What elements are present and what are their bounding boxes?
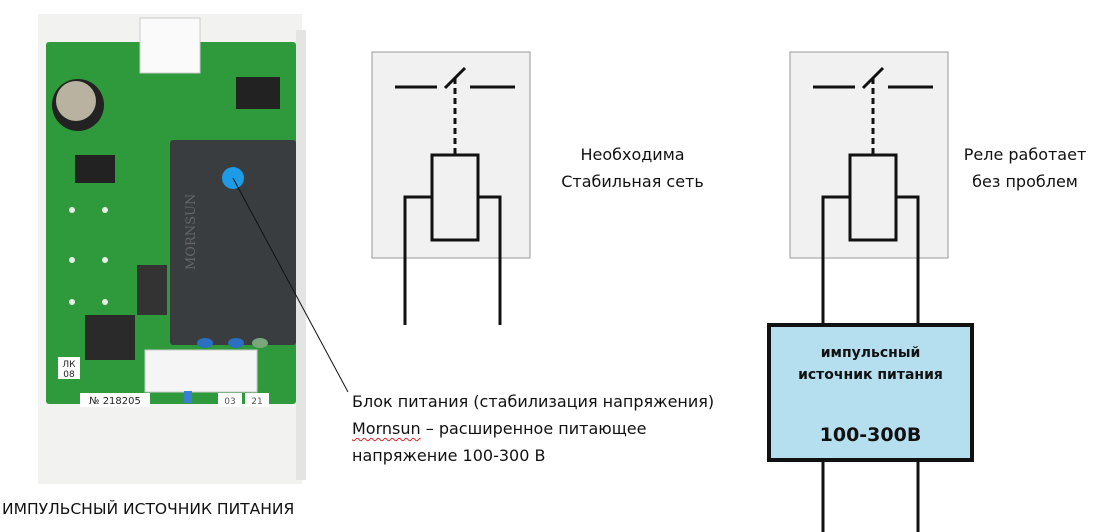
relay-left [371,51,531,325]
callout-line2: – расширенное питающее [420,419,647,438]
right-relay-note: Реле работает без проблем [955,141,1095,195]
bottom-connector [144,349,258,393]
lk-label: ЛК [62,360,76,370]
lk-number: 08 [63,370,75,380]
note-line: без проблем [972,172,1078,191]
top-connector [139,17,201,74]
left-relay-note: Необходима Стабильная сеть [545,141,720,195]
tag-2: 21 [251,397,262,407]
bottom-caption: ИМПУЛЬСНЫЙ ИСТОЧНИК ПИТАНИЯ [2,500,295,518]
module-brand-text: MORNSUN [184,194,199,270]
header-connector-2 [75,155,115,183]
psu-box-label: импульсный источник питания [769,342,972,386]
pcb-photo: MORNSUN ЛК 08 № 218205 03 21 [38,14,306,484]
psu-box [767,323,974,462]
serial-label: № 218205 [89,396,141,407]
psu-line1: импульсный [820,345,921,361]
relay-small [137,265,167,315]
callout-brand: Mornsun [352,419,421,438]
note-line: Реле работает [963,145,1087,164]
coin-battery [56,81,96,121]
callout-line3: напряжение 100-300 В [352,446,546,465]
header-connector [236,77,280,109]
tag-1: 03 [224,397,235,407]
relay-right [767,51,974,532]
relay-small-2 [85,315,135,360]
note-line: Необходима [580,145,685,164]
psu-range: 100-300В [819,424,922,446]
callout-text: Блок питания (стабилизация напряжения) M… [352,388,714,469]
callout-line1: Блок питания (стабилизация напряжения) [352,392,715,411]
mornsun-module [170,140,296,345]
note-line: Стабильная сеть [561,172,704,191]
callout-line [232,177,349,393]
psu-line2: источник питания [798,367,943,383]
